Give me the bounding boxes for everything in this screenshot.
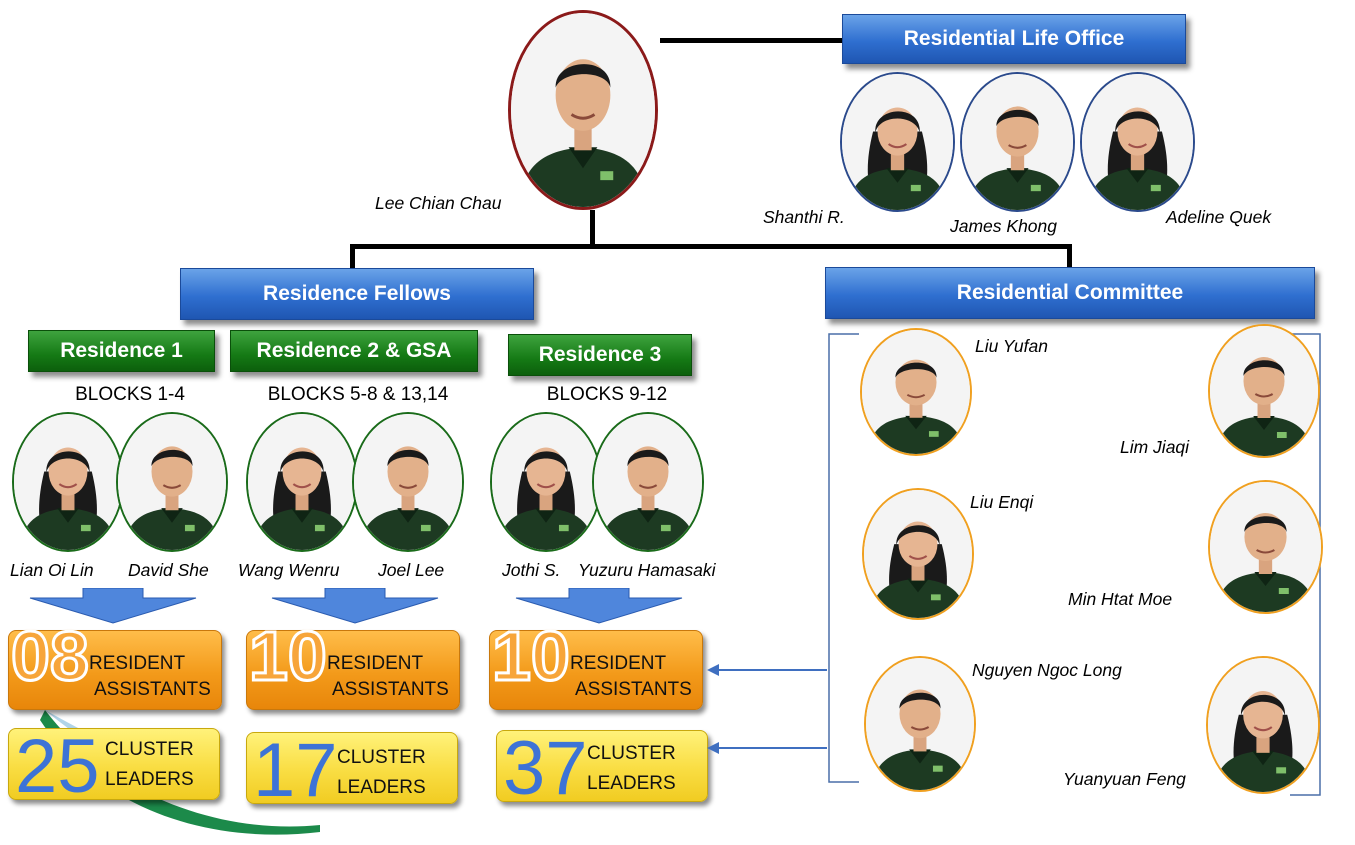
cl-count: 37 — [503, 726, 588, 811]
connector-head-office — [660, 38, 845, 43]
residential-life-office-banner: Residential Life Office — [842, 14, 1186, 64]
feedback-arrows — [707, 664, 827, 754]
residence-1-banner: Residence 1 — [28, 330, 215, 372]
ra-count: 10 — [248, 617, 329, 695]
committee-photo-liu-enqi — [862, 488, 974, 620]
down-arrow-icon — [515, 588, 683, 624]
office-photo-1 — [840, 72, 955, 212]
committee-member-name: Nguyen Ngoc Long — [972, 660, 1122, 680]
residence-2-ra-box: 10 RESIDENT ASSISTANTS — [246, 620, 460, 710]
fellow-name: Joel Lee — [378, 560, 445, 580]
head-name: Lee Chian Chau — [375, 193, 502, 213]
committee-member-name: Lim Jiaqi — [1120, 437, 1190, 457]
residence-2-cl-box: 17 CLUSTER LEADERS — [246, 732, 458, 809]
connector-head-down — [590, 210, 595, 248]
cl-label-2: LEADERS — [105, 769, 194, 790]
fellow-name: Yuzuru Hamasaki — [578, 560, 716, 580]
residence-2-blocks: BLOCKS 5-8 & 13,14 — [267, 384, 449, 405]
committee-member-name: Yuanyuan Feng — [1063, 769, 1186, 789]
fellow-name: David She — [128, 560, 209, 580]
cl-count: 25 — [15, 724, 100, 809]
residence-3-banner: Residence 3 — [508, 334, 692, 376]
cl-label-2: LEADERS — [337, 777, 426, 798]
committee-photo-liu-yufan — [860, 328, 972, 456]
cl-count: 17 — [253, 728, 338, 813]
residence-2-banner: Residence 2 & GSA — [230, 330, 478, 372]
fellow-photo-wang-wenru — [246, 412, 358, 552]
residential-committee-banner: Residential Committee — [825, 267, 1315, 319]
ra-count: 10 — [491, 617, 572, 695]
cl-label-1: CLUSTER — [337, 747, 426, 768]
committee-member-name: Min Htat Moe — [1068, 589, 1173, 609]
residence-1-ra-box: 08 RESIDENT ASSISTANTS — [8, 620, 222, 710]
ra-label-2: ASSISTANTS — [332, 679, 449, 700]
office-photo-2 — [960, 72, 1075, 212]
residence-1-blocks: BLOCKS 1-4 — [75, 384, 185, 405]
ra-label-1: RESIDENT — [89, 653, 186, 674]
committee-photo-min-htat-moe — [1208, 480, 1323, 614]
fellow-name: Lian Oi Lin — [10, 560, 94, 580]
fellow-photo-joel-lee — [352, 412, 464, 552]
residence-1-cl-box: 25 CLUSTER LEADERS — [8, 728, 220, 805]
office-photo-3 — [1080, 72, 1195, 212]
office-member-name: Shanthi R. — [763, 207, 845, 227]
committee-photo-lim-jiaqi — [1208, 324, 1320, 458]
ra-label-1: RESIDENT — [327, 653, 424, 674]
ra-label-2: ASSISTANTS — [575, 679, 692, 700]
connector-to-committee — [1067, 244, 1072, 268]
committee-photo-yuanyuan-feng — [1206, 656, 1320, 794]
office-member-name: Adeline Quek — [1166, 207, 1272, 227]
office-member-name: James Khong — [950, 216, 1058, 236]
committee-member-name: Liu Yufan — [975, 336, 1048, 356]
fellow-photo-lian-oi-lin — [12, 412, 124, 552]
cl-label-2: LEADERS — [587, 773, 676, 794]
fellow-photo-david-she — [116, 412, 228, 552]
head-photo — [508, 10, 658, 210]
ra-label-1: RESIDENT — [570, 653, 667, 674]
connector-to-fellows — [350, 244, 355, 268]
fellow-photo-jothi-s — [490, 412, 602, 552]
committee-photo-nguyen-ngoc-long — [864, 656, 976, 792]
ra-label-2: ASSISTANTS — [94, 679, 211, 700]
ra-count: 08 — [10, 617, 91, 695]
residence-3-cl-box: 37 CLUSTER LEADERS — [496, 730, 708, 807]
fellow-photo-yuzuru-hamasaki — [592, 412, 704, 552]
residence-3-blocks: BLOCKS 9-12 — [546, 384, 668, 405]
residence-3-ra-box: 10 RESIDENT ASSISTANTS — [489, 620, 703, 710]
connector-horizontal — [350, 244, 1072, 249]
fellow-name: Jothi S. — [502, 560, 561, 580]
residence-fellows-banner: Residence Fellows — [180, 268, 534, 320]
fellow-name: Wang Wenru — [238, 560, 340, 580]
down-arrow-icon — [29, 588, 197, 624]
down-arrow-icon — [271, 588, 439, 624]
cl-label-1: CLUSTER — [105, 739, 194, 760]
cl-label-1: CLUSTER — [587, 743, 676, 764]
committee-member-name: Liu Enqi — [970, 492, 1034, 512]
